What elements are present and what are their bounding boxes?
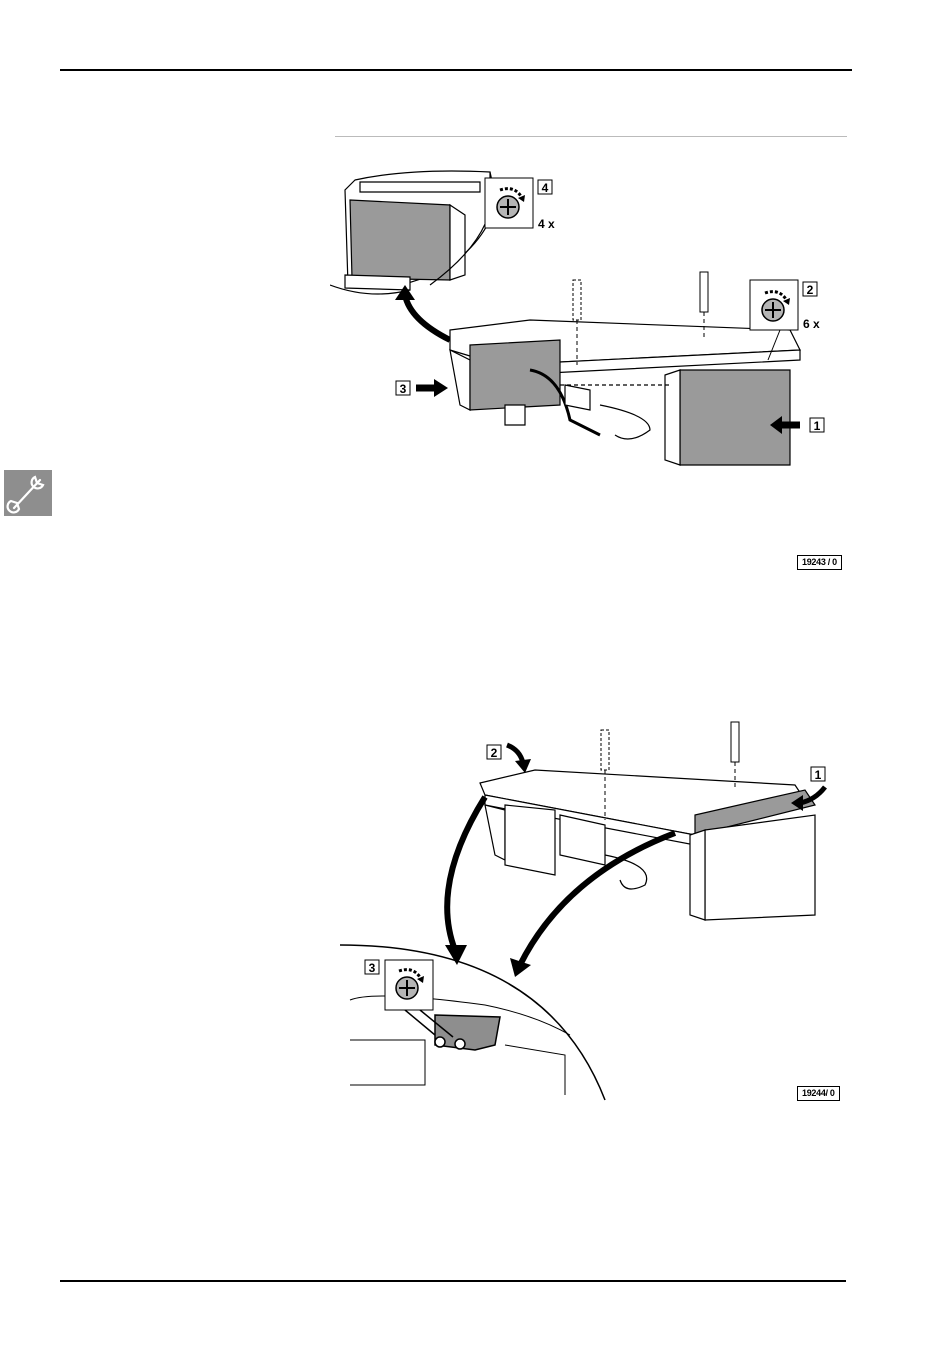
callout-2: 2 — [807, 283, 814, 297]
figure-2-cover-removal: 2 1 3 — [335, 715, 850, 1105]
figure-1-side-panel-removal: 4 4 x — [330, 160, 850, 490]
wrench-icon — [4, 470, 52, 516]
detail-inset — [340, 945, 605, 1100]
section-divider — [335, 136, 847, 137]
callout-3: 3 — [400, 382, 407, 396]
callout-1: 1 — [814, 419, 821, 433]
callout-1: 1 — [815, 768, 822, 782]
tool-badge — [4, 470, 52, 516]
zoom-inset — [330, 171, 493, 294]
figure-1-reference: 19243 / 0 — [797, 555, 842, 570]
push-arrow-icon — [416, 379, 448, 397]
callout-2: 2 — [491, 746, 498, 760]
callout-3: 3 — [369, 961, 376, 975]
figure-2-reference: 19244/ 0 — [797, 1086, 840, 1101]
multiplier-step-2: 6 x — [803, 317, 820, 331]
callout-4: 4 — [542, 181, 549, 195]
curved-arrow — [405, 295, 450, 340]
footer-rule — [60, 1280, 846, 1282]
heater-unit — [450, 320, 800, 465]
multiplier-step-4: 4 x — [538, 217, 555, 231]
header-rule — [60, 69, 852, 71]
screw-rotate-icon — [485, 178, 533, 228]
